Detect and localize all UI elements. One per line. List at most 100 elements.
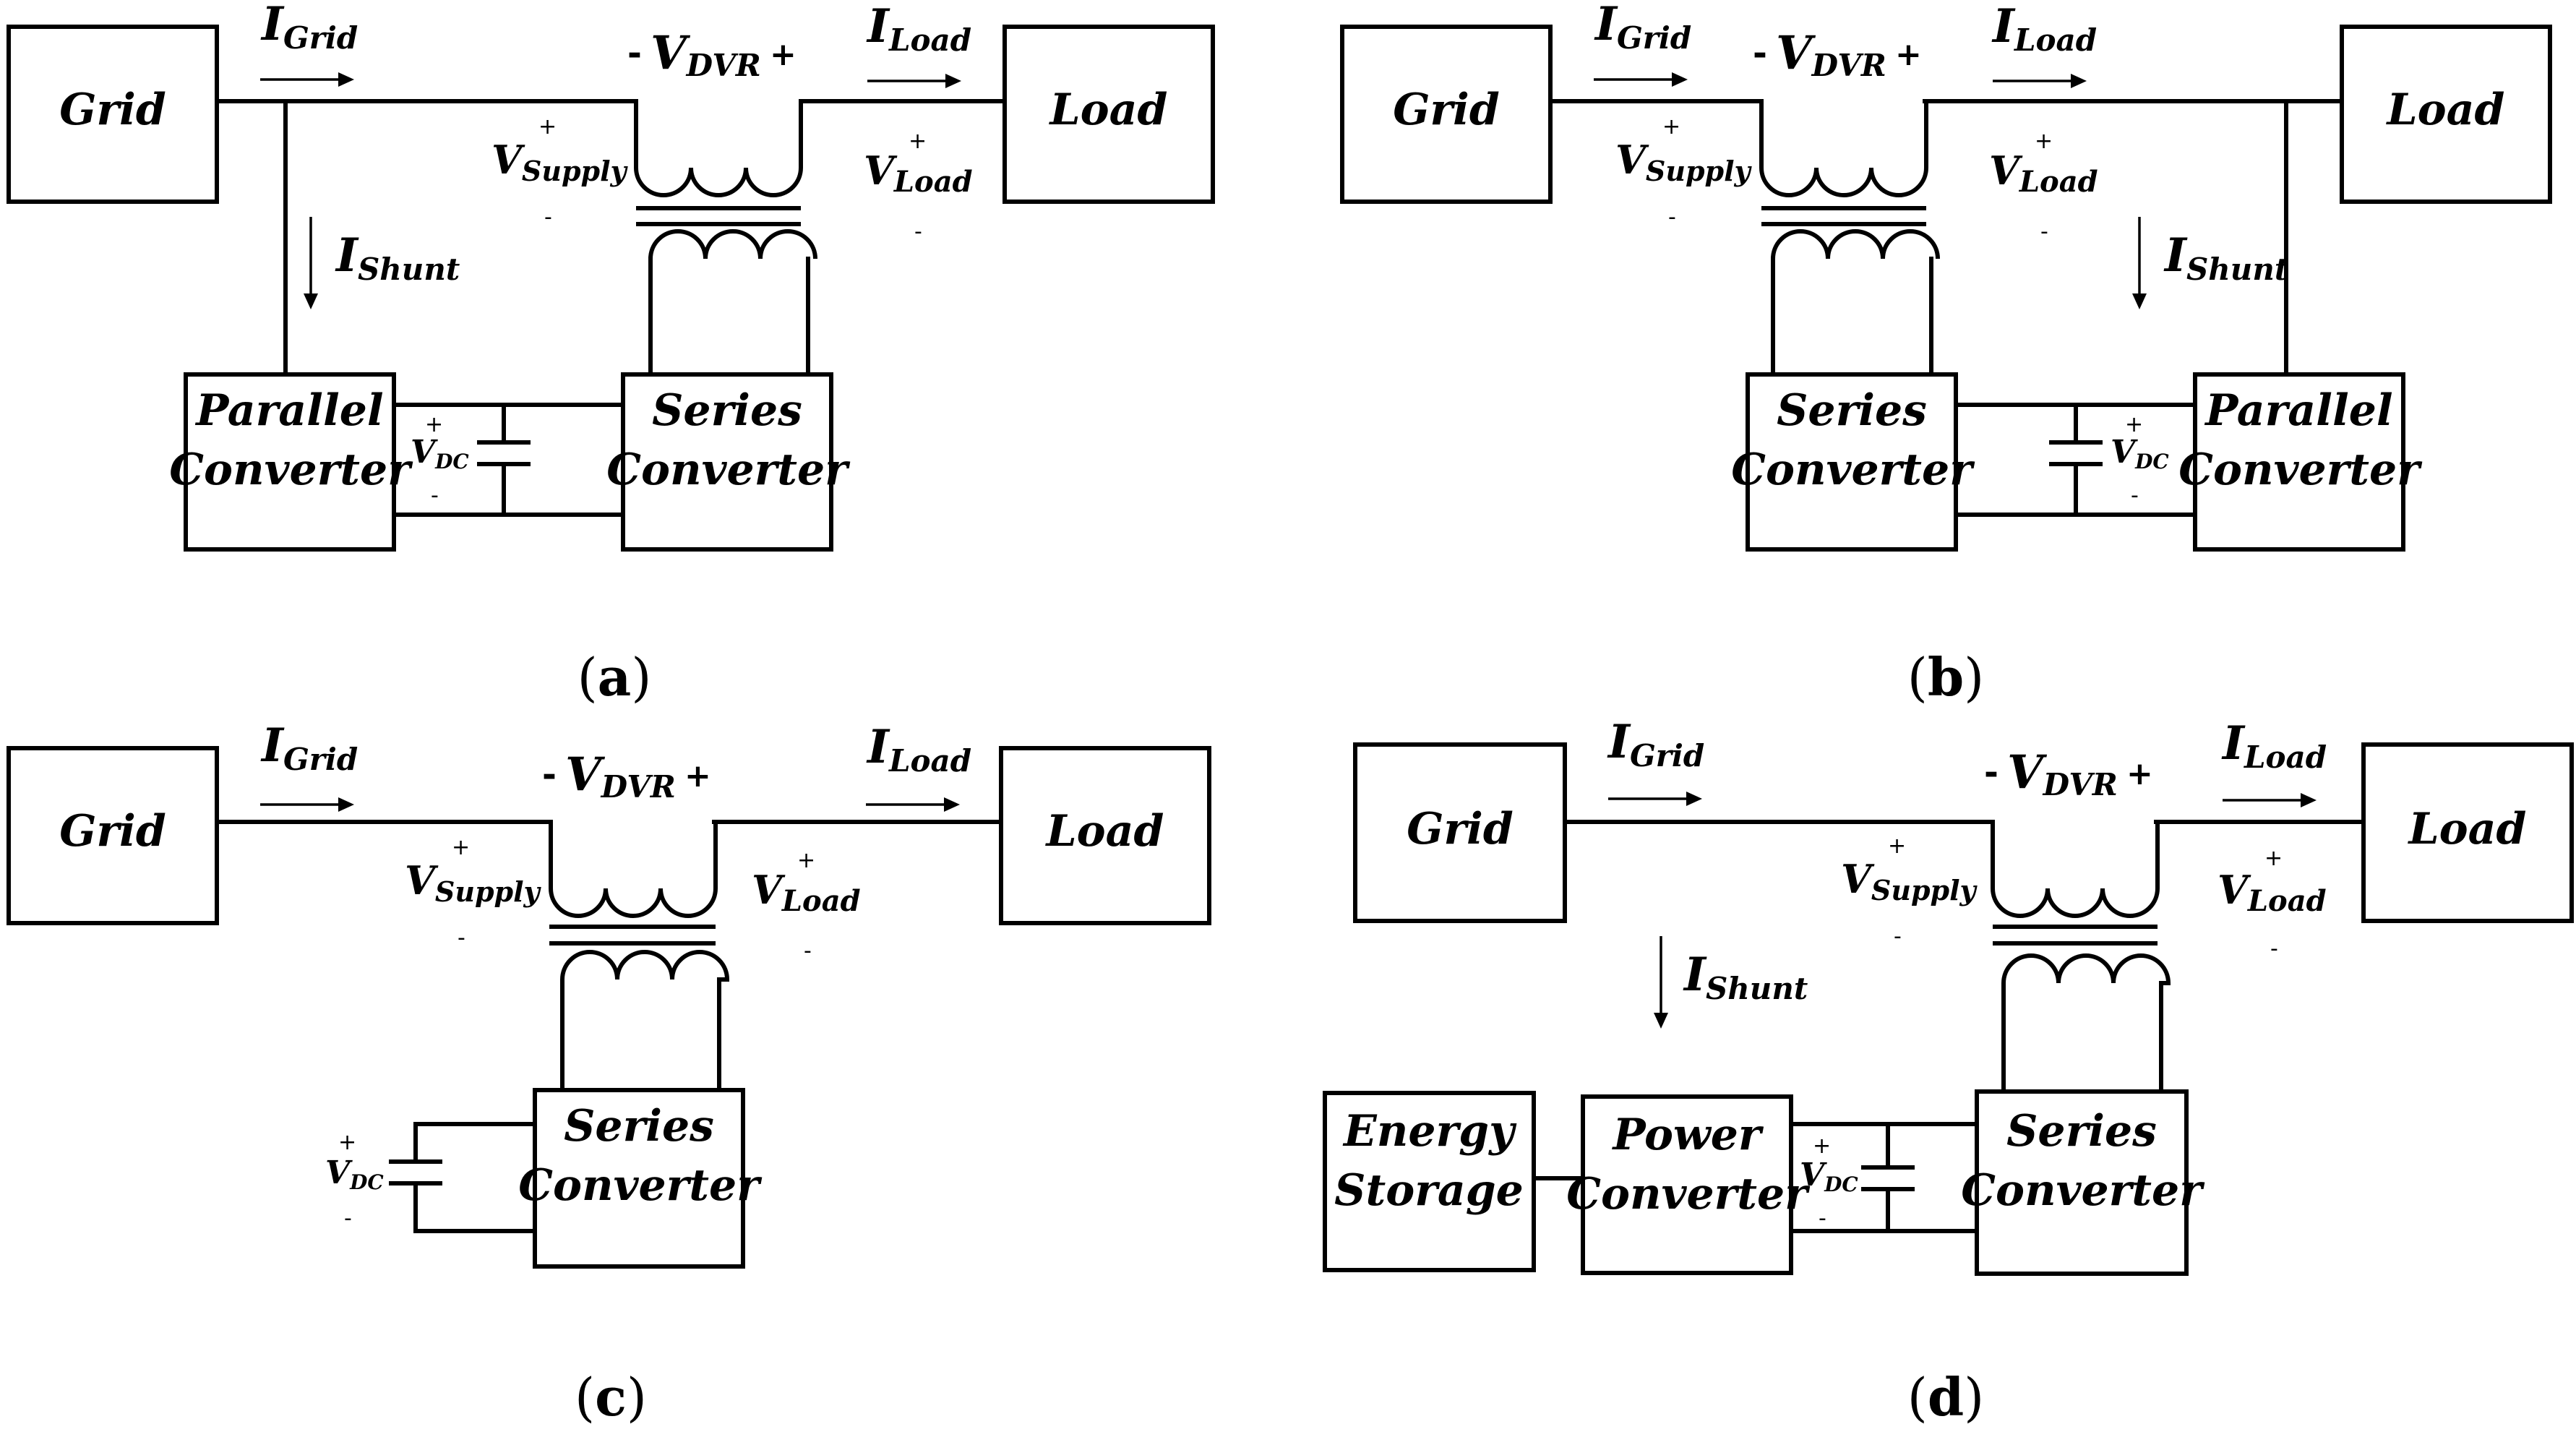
series-converter-label-2: Converter	[518, 1160, 763, 1211]
svg-text:-: -	[1668, 205, 1676, 230]
svg-text:-: -	[1753, 33, 1767, 74]
grid-box	[7, 25, 219, 204]
i-load-label: ILoad	[866, 720, 971, 779]
load-box	[1003, 25, 1215, 204]
parallel-converter-label-1: Parallel	[2204, 385, 2392, 436]
load-label: Load	[1048, 85, 1167, 135]
energy-storage-label-2: Storage	[1334, 1165, 1524, 1216]
v-dvr-label: VDVR	[651, 26, 761, 83]
i-grid-label: IGrid	[1607, 715, 1704, 773]
svg-text:+: +	[2264, 846, 2283, 871]
load-box	[2361, 742, 2574, 923]
svg-text:-: -	[2040, 219, 2048, 244]
svg-text:-: -	[458, 925, 465, 951]
svg-text:-: -	[2270, 936, 2278, 961]
v-load-label: VLoad	[864, 147, 973, 199]
caption-c: (c)	[575, 1366, 647, 1428]
svg-text:-: -	[1819, 1206, 1826, 1231]
v-dc-label: VDC	[2111, 434, 2169, 473]
grid-label: Grid	[1407, 804, 1514, 854]
svg-text:-: -	[544, 205, 552, 230]
v-supply-label: VSupply	[1615, 137, 1753, 187]
parallel-converter-box	[184, 372, 396, 552]
load-label: Load	[2385, 85, 2504, 135]
svg-text:+: +	[2126, 755, 2153, 792]
v-dvr-label: VDVR	[565, 747, 676, 805]
series-converter-label-2: Converter	[606, 445, 851, 495]
parallel-converter-label-2: Converter	[169, 445, 413, 495]
series-converter-label-2: Converter	[1961, 1165, 2205, 1216]
load-box	[999, 746, 1211, 925]
series-converter-box	[1746, 372, 1958, 552]
parallel-converter-label-2: Converter	[2178, 445, 2423, 495]
v-dc-label: VDC	[411, 434, 469, 473]
svg-text:+: +	[1888, 833, 1906, 859]
caption-d: (d)	[1907, 1366, 1985, 1428]
energy-storage-label-1: Energy	[1342, 1106, 1517, 1157]
i-grid-label: IGrid	[260, 0, 358, 56]
svg-text:+: +	[425, 412, 443, 437]
panel-c: Grid Load Series Converter IGrid - VDVR …	[7, 719, 1211, 1428]
grid-label: Grid	[1393, 85, 1500, 135]
grid-label: Grid	[59, 806, 166, 857]
i-load-label: ILoad	[2221, 716, 2327, 775]
v-dc-label: VDC	[325, 1154, 384, 1194]
i-shunt-label: IShunt	[335, 228, 460, 287]
series-converter-label-1: Series	[1777, 385, 1927, 436]
series-converter-label-1: Series	[2006, 1106, 2157, 1157]
power-converter-label-2: Converter	[1566, 1169, 1811, 1219]
vdvr-plus: +	[770, 36, 797, 73]
v-supply-label: VSupply	[405, 857, 542, 908]
i-load-label: ILoad	[1991, 0, 2097, 58]
series-converter-label-1: Series	[564, 1101, 714, 1152]
v-load-label: VLoad	[752, 867, 861, 918]
svg-text:+: +	[338, 1130, 356, 1155]
v-supply-label: VSupply	[491, 137, 629, 187]
panel-b: Grid Load Series Converter Parallel Conv…	[1340, 0, 2552, 708]
svg-text:+: +	[684, 758, 711, 794]
load-label: Load	[2407, 804, 2526, 854]
load-label: Load	[1044, 806, 1164, 857]
svg-text:+: +	[1813, 1133, 1831, 1159]
svg-text:+: +	[1662, 114, 1680, 140]
panel-a: Grid Load Parallel Converter Series Conv…	[7, 0, 1215, 708]
svg-text:+: +	[909, 129, 927, 154]
i-shunt-label: IShunt	[2163, 228, 2288, 287]
svg-text:+: +	[2125, 412, 2143, 437]
parallel-converter-box	[2193, 372, 2405, 552]
vdvr-minus: -	[627, 33, 642, 74]
series-converter-label-1: Series	[652, 385, 802, 436]
svg-text:-: -	[431, 483, 439, 508]
energy-storage-box	[1323, 1091, 1536, 1272]
series-converter-box	[1975, 1089, 2189, 1276]
caption-b: (b)	[1907, 646, 1985, 708]
i-shunt-label: IShunt	[1683, 948, 1808, 1006]
svg-text:-: -	[1984, 753, 1998, 793]
parallel-converter-label-1: Parallel	[194, 385, 383, 436]
i-load-label: ILoad	[866, 0, 971, 58]
svg-text:+: +	[2035, 129, 2053, 154]
v-dvr-label: VDVR	[1776, 26, 1886, 83]
svg-text:+: +	[452, 835, 470, 860]
v-dvr-label: VDVR	[2007, 745, 2118, 802]
i-grid-label: IGrid	[1594, 0, 1691, 56]
grid-box	[1340, 25, 1553, 204]
series-converter-box	[533, 1088, 745, 1269]
svg-text:-: -	[1894, 924, 1902, 949]
i-grid-label: IGrid	[260, 719, 358, 777]
series-converter-label-2: Converter	[1731, 445, 1975, 495]
svg-text:-: -	[542, 755, 557, 795]
svg-text:+: +	[1895, 36, 1922, 73]
power-converter-label-1: Power	[1612, 1110, 1764, 1160]
svg-text:-: -	[914, 219, 922, 244]
svg-text:-: -	[804, 938, 812, 964]
v-load-label: VLoad	[1989, 147, 2098, 199]
caption-a: (a)	[578, 646, 652, 708]
grid-label: Grid	[59, 85, 166, 135]
grid-box	[7, 746, 219, 925]
svg-text:+: +	[797, 848, 815, 873]
panel-d: Grid Load Energy Storage Power Converter…	[1323, 715, 2574, 1428]
svg-text:+: +	[538, 114, 557, 140]
v-load-label: VLoad	[2217, 867, 2327, 918]
